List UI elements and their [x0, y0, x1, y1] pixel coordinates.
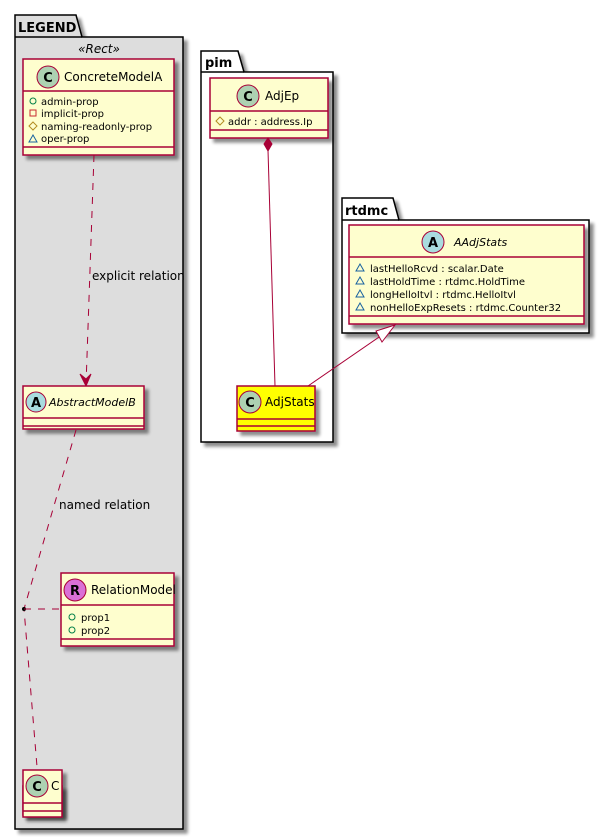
protected-visibility-icon — [28, 121, 38, 131]
attribute: prop2 — [81, 626, 110, 637]
protected-visibility-icon — [215, 116, 225, 126]
attribute: prop1 — [81, 613, 110, 624]
generalization-triangle-icon — [375, 324, 397, 343]
package-legend-name: LEGEND — [18, 21, 77, 36]
package-visibility-icon — [355, 301, 365, 311]
class-name: ConcreteModelA — [64, 70, 163, 84]
package-rtdmc-name: rtdmc — [345, 204, 388, 219]
class-c-icon — [36, 65, 60, 89]
attribute: addr : address.Ip — [228, 117, 312, 128]
package-legend-stereotype: «Rect» — [78, 42, 120, 56]
class-relation-model[interactable]: R RelationModel prop1 prop2 — [60, 572, 176, 647]
relation-label: explicit relation — [92, 269, 185, 283]
class-name: AbstractModelB — [48, 396, 136, 409]
svg-text:R: R — [70, 584, 80, 599]
class-name: AdjEp — [265, 89, 299, 103]
attribute: implicit-prop — [41, 109, 104, 120]
class-concrete-model-a[interactable]: C ConcreteModelA admin-prop implicit-pro… — [22, 58, 175, 156]
public-visibility-icon — [68, 626, 76, 634]
relation-composition[interactable] — [263, 137, 276, 387]
relation-explicit[interactable]: explicit relation — [79, 154, 185, 388]
attribute: longHelloItvl : rtdmc.HelloItvl — [370, 290, 516, 301]
package-visibility-icon — [355, 275, 365, 285]
class-c-icon — [236, 84, 260, 108]
svg-text:C: C — [245, 396, 255, 411]
svg-text:C: C — [43, 71, 53, 86]
class-adj-stats[interactable]: C AdjStats — [236, 385, 316, 432]
class-c-icon — [238, 390, 262, 414]
class-a-adj-stats[interactable]: A AAdjStats lastHelloRcvd : scalar.Date … — [348, 224, 585, 325]
attribute: lastHelloRcvd : scalar.Date — [370, 264, 504, 275]
relation-label: named relation — [59, 498, 150, 512]
private-visibility-icon — [29, 109, 37, 117]
attribute: nonHelloExpResets : rtdmc.Counter32 — [370, 303, 561, 314]
abstract-class-a-icon — [421, 230, 445, 254]
svg-text:A: A — [428, 236, 438, 251]
attribute: oper-prop — [41, 134, 89, 145]
public-visibility-icon — [68, 613, 76, 621]
svg-text:C: C — [32, 780, 42, 795]
svg-text:A: A — [31, 396, 41, 411]
arrow-head-icon — [79, 373, 92, 388]
svg-text:C: C — [243, 90, 253, 105]
public-visibility-icon — [29, 97, 37, 105]
class-abstract-model-b[interactable]: A AbstractModelB — [22, 385, 145, 430]
abstract-class-a-icon — [25, 391, 47, 413]
attribute: admin-prop — [41, 97, 99, 108]
class-name: AdjStats — [265, 395, 315, 409]
class-adj-ep[interactable]: C AdjEp addr : address.Ip — [209, 77, 329, 139]
class-name: AAdjStats — [453, 236, 507, 249]
class-name: RelationModel — [91, 583, 176, 597]
class-c-icon — [25, 774, 49, 798]
package-pim-name: pim — [205, 56, 232, 71]
class-c-header[interactable]: C C — [22, 769, 63, 818]
composition-diamond-icon — [263, 137, 273, 153]
attribute: naming-readonly-prop — [41, 122, 152, 133]
package-visibility-icon — [355, 262, 365, 272]
relation-inheritance[interactable] — [307, 324, 397, 387]
relation-named[interactable]: named relation — [22, 429, 150, 806]
attribute: lastHoldTime : rtdmc.HoldTime — [370, 277, 525, 288]
class-name: C — [51, 779, 59, 793]
package-visibility-icon — [28, 133, 38, 143]
package-pim[interactable]: pim — [200, 50, 334, 443]
relation-r-icon — [63, 578, 87, 602]
package-visibility-icon — [355, 288, 365, 298]
